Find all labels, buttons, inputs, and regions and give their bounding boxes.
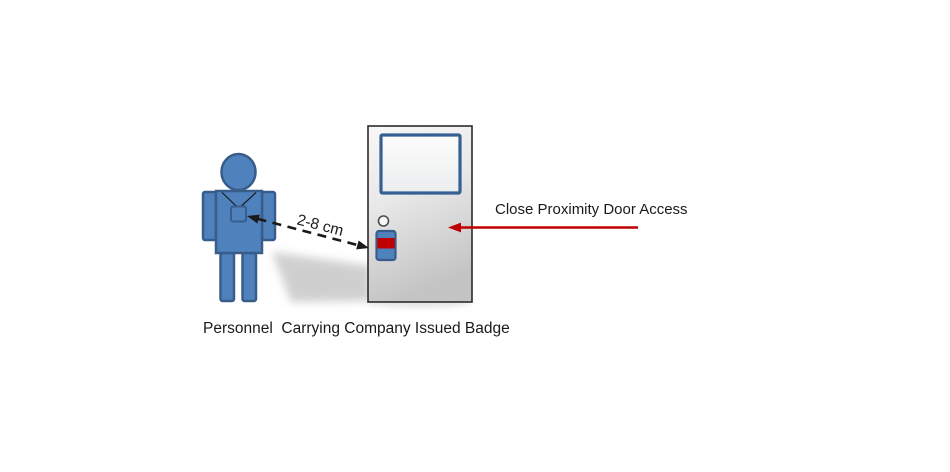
caption: Personnel Carrying Company Issued Badge bbox=[203, 320, 510, 337]
person-arm-left bbox=[201, 190, 218, 242]
red-arrowhead-icon bbox=[448, 222, 461, 233]
door-knob bbox=[377, 215, 390, 227]
person-head bbox=[220, 152, 257, 192]
distance-arrow bbox=[247, 214, 369, 250]
door bbox=[367, 125, 473, 303]
person-leg-left bbox=[219, 251, 236, 303]
person-figure bbox=[201, 152, 277, 303]
id-badge bbox=[230, 205, 247, 223]
door-access-arrow bbox=[448, 222, 638, 233]
badge-reader-stripe bbox=[377, 238, 395, 249]
arrowhead-right-icon bbox=[356, 240, 369, 250]
door-window bbox=[379, 133, 462, 195]
door-access-label: Close Proximity Door Access bbox=[495, 201, 688, 218]
arrowhead-left-icon bbox=[247, 214, 260, 224]
badge-reader bbox=[375, 229, 397, 262]
person-arm-right bbox=[260, 190, 277, 242]
person-leg-right bbox=[241, 251, 258, 303]
